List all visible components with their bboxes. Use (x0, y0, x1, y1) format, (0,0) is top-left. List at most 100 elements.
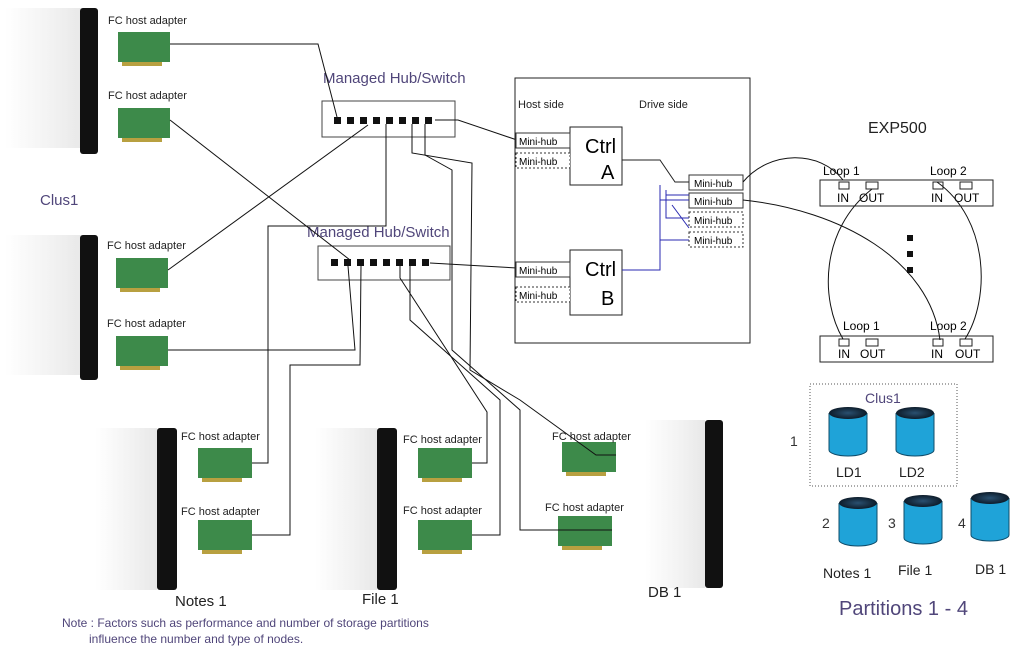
fc-adapter-label-10: FC host adapter (545, 502, 624, 514)
db-server-label: DB 1 (648, 584, 681, 601)
clus1-server-1 (5, 8, 98, 154)
exp500-ellipsis (907, 235, 913, 273)
exp500-bottom-in2-label: IN (931, 347, 943, 361)
fc-adapter-label-4: FC host adapter (107, 318, 186, 330)
host-minihub-b1-label: Mini-hub (519, 266, 558, 277)
fc-adapter-label-3: FC host adapter (107, 240, 186, 252)
drive-minihub-1-label: Mini-hub (694, 179, 733, 190)
partition-number-4: 4 (958, 515, 966, 531)
host-minihub-a2 (515, 152, 571, 169)
partition-db-label: DB 1 (975, 561, 1006, 577)
disk-ld2 (895, 407, 935, 457)
footnote-line-1: Note : Factors such as performance and n… (62, 616, 429, 630)
fc-adapter-card-7 (418, 448, 472, 482)
host-minihub-a1-label: Mini-hub (519, 137, 558, 148)
fc-adapter-card-3 (116, 258, 168, 292)
drive-minihub-4 (688, 231, 744, 248)
host-side-label: Host side (518, 99, 564, 111)
exp500-bottom-port-out1 (865, 338, 879, 347)
drive-minihub-2-label: Mini-hub (694, 197, 733, 208)
disk-partition-4 (970, 492, 1010, 542)
partition-group-number: 1 (790, 433, 798, 449)
footnote-line-2: influence the number and type of nodes. (89, 632, 304, 646)
fc-adapter-label-2: FC host adapter (108, 90, 187, 102)
ld1-label: LD1 (836, 464, 862, 480)
file-server-label: File 1 (362, 591, 399, 608)
fc-adapter-card-10 (558, 516, 612, 550)
clus1-partition-group (809, 383, 958, 487)
exp500-bottom-loop1: Loop 1 (843, 319, 880, 333)
controller-internal-links (622, 159, 690, 271)
clus1-server-2 (5, 235, 98, 380)
drive-minihub-4-label: Mini-hub (694, 236, 733, 247)
exp500-top-port-out1 (865, 181, 879, 190)
host-minihub-a1 (515, 132, 571, 149)
fc-adapter-card-4 (116, 336, 168, 370)
clus1-label: Clus1 (40, 192, 78, 209)
fc-adapter-label-1: FC host adapter (108, 15, 187, 27)
host-minihub-b2-label: Mini-hub (519, 291, 558, 302)
ctrl-b (569, 249, 623, 316)
ctrl-a (569, 126, 623, 186)
fc-adapter-card-8 (418, 520, 472, 554)
drive-minihub-3 (688, 211, 744, 228)
exp500-top-port-out2 (959, 181, 973, 190)
file-server (315, 428, 397, 590)
partition-file-label: File 1 (898, 562, 932, 578)
partition-group-title: Clus1 (865, 390, 901, 406)
disk-ld1 (828, 407, 868, 457)
disk-partition-2 (838, 497, 878, 547)
exp500-top-loop2: Loop 2 (930, 164, 967, 178)
disk-partition-3 (903, 495, 943, 545)
exp500-bottom-port-in2 (932, 338, 944, 347)
fc-adapter-label-8: FC host adapter (403, 505, 482, 517)
exp500-top-in2-label: IN (931, 191, 943, 205)
exp500-bottom-loop2: Loop 2 (930, 319, 967, 333)
exp500-top-loop1: Loop 1 (823, 164, 860, 178)
fc-adapter-card-2 (118, 108, 170, 142)
host-minihub-b2 (515, 286, 571, 303)
exp500-title: EXP500 (868, 120, 927, 137)
fc-adapter-label-9: FC host adapter (552, 431, 631, 443)
hub-top-ports (334, 117, 432, 124)
partition-number-2: 2 (822, 515, 830, 531)
exp500-loop-cables (742, 157, 982, 341)
fc-adapter-label-7: FC host adapter (403, 434, 482, 446)
partitions-caption: Partitions 1 - 4 (839, 598, 968, 620)
fc-adapter-label-5: FC host adapter (181, 431, 260, 443)
fc-adapter-card-1 (118, 32, 170, 66)
fc-adapter-card-5 (198, 448, 252, 482)
notes-server-label: Notes 1 (175, 593, 227, 610)
ctrl-b-line2: B (601, 288, 614, 310)
db-server (645, 420, 723, 588)
exp500-top-out1-label: OUT (859, 191, 885, 205)
hub-bottom-label: Managed Hub/Switch (307, 224, 450, 241)
partition-number-3: 3 (888, 515, 896, 531)
controller-enclosure (514, 77, 751, 344)
partition-notes-label: Notes 1 (823, 565, 871, 581)
exp500-top-port-in1 (838, 181, 850, 190)
notes-server (95, 428, 177, 590)
drive-minihub-3-label: Mini-hub (694, 216, 733, 227)
exp500-top-port-in2 (932, 181, 944, 190)
host-minihub-a2-label: Mini-hub (519, 157, 558, 168)
exp500-bottom-port-in1 (838, 338, 850, 347)
ctrl-b-line1: Ctrl (585, 259, 616, 281)
exp500-bottom-out2-label: OUT (955, 347, 981, 361)
hub-bottom-ports (331, 259, 429, 266)
ctrl-a-line2: A (601, 162, 615, 184)
exp500-bottom-in1-label: IN (838, 347, 850, 361)
ld2-label: LD2 (899, 464, 925, 480)
fc-adapter-card-6 (198, 520, 252, 554)
exp500-top-in1-label: IN (837, 191, 849, 205)
exp500-bottom-port-out2 (959, 338, 973, 347)
footnote: Note : Factors such as performance and n… (62, 615, 429, 647)
exp500-bottom-out1-label: OUT (860, 347, 886, 361)
ctrl-a-line1: Ctrl (585, 136, 616, 158)
fc-adapter-card-9 (562, 442, 616, 476)
exp500-top-out2-label: OUT (954, 191, 980, 205)
fibre-cables (167, 43, 616, 536)
drive-side-label: Drive side (639, 99, 688, 111)
hub-top-label: Managed Hub/Switch (323, 70, 466, 87)
